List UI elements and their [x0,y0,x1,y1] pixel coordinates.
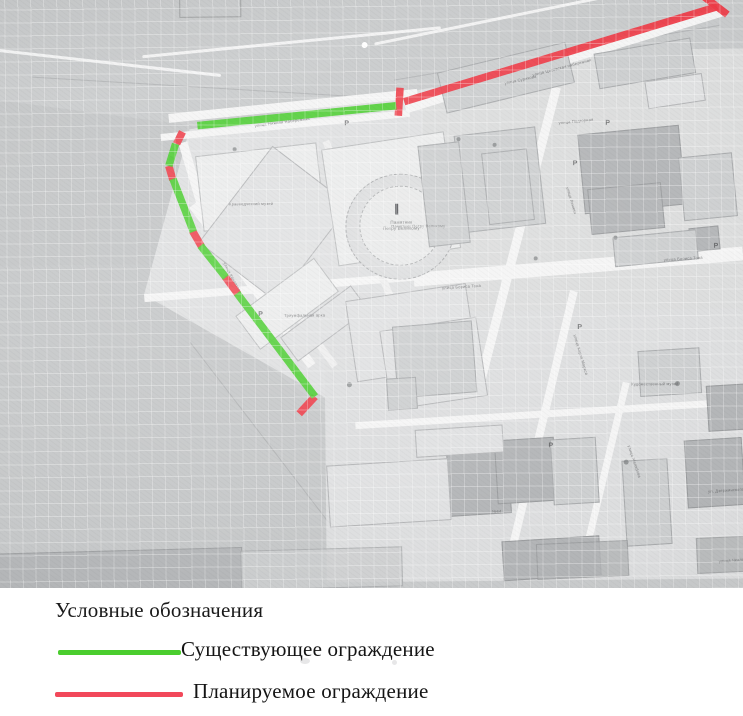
legend-swatch-existing-line [58,650,181,655]
legend-panel: Условные обозначения Существующее огражд… [0,588,743,716]
legend-label-existing: Существующее ограждение [181,637,435,661]
planned-fence-south-terminus [296,394,318,417]
planned-fence-corner-red-b [165,164,177,181]
legend-swatch-planned-line [55,692,183,697]
existing-fence-upper-corner-run [165,142,180,168]
map-scan-plate: Памятник Петру Великому [0,0,743,588]
existing-fence-north-embankment-run [197,102,397,130]
planned-fence-northeast-main-run [403,3,719,106]
planned-fence-mid-red-a [189,228,205,249]
legend-label-planned: Планируемое ограждение [193,679,429,703]
scan-smudge [392,660,397,665]
planned-fence-northeast-end-tick [701,0,730,18]
existing-fence-west-descent-mid [197,243,229,280]
legend-title: Условные обозначения [55,598,264,622]
existing-fence-group [165,102,397,399]
existing-fence-west-descent-lower [234,291,318,399]
legend-item-existing: Существующее ограждение [0,637,743,672]
existing-fence-west-descent-upper [169,177,197,234]
fence-route-overlay [165,0,730,417]
planned-fence-mid-red-b [221,274,242,297]
planned-fence-junction-tick [394,87,404,116]
map-figure: Памятник Петру Великому [0,0,743,588]
planned-fence-group [165,0,730,417]
legend-item-planned: Планируемое ограждение [0,679,743,714]
scan-smudge [300,658,310,664]
planned-fence-corner-red-a [173,130,186,146]
